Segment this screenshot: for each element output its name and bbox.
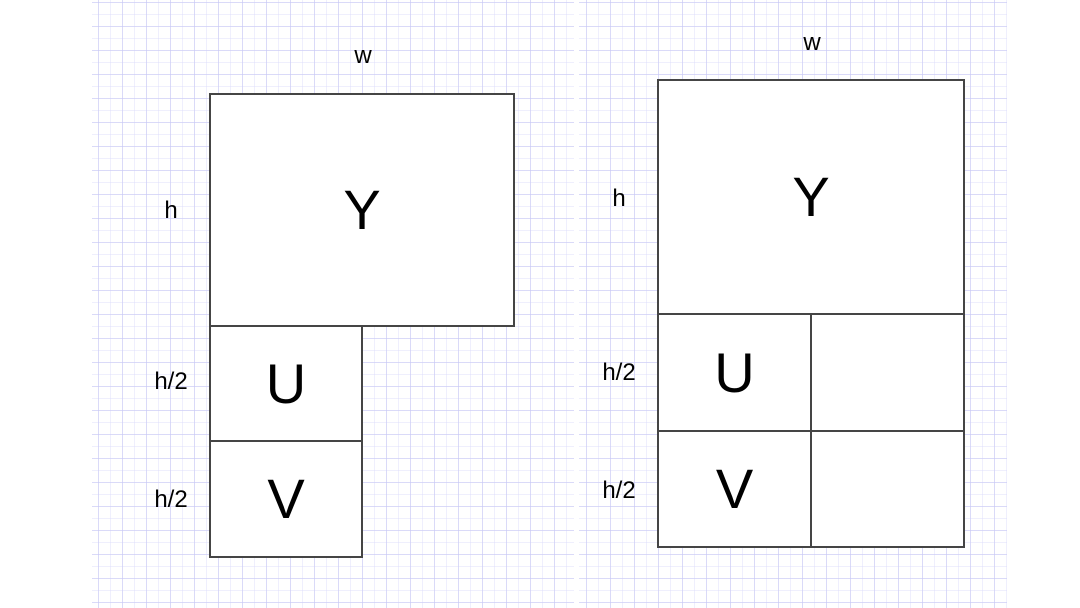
right-v-plane-box: V (657, 430, 812, 548)
left-u-height-label: h/2 (154, 368, 188, 395)
left-width-label: w (354, 42, 372, 69)
right-empty-cell-bottom (810, 430, 965, 548)
right-u-plane-label: U (714, 340, 755, 404)
right-u-height-label: h/2 (602, 359, 636, 386)
right-width-label: w (803, 29, 821, 56)
right-v-height-label: h/2 (602, 477, 636, 504)
left-v-height-label: h/2 (154, 486, 188, 513)
left-v-plane-label: V (267, 467, 305, 530)
right-v-plane-label: V (715, 457, 754, 520)
right-y-plane-box: Y (657, 79, 965, 315)
right-y-plane-label: Y (792, 165, 830, 228)
left-y-plane-box: Y (209, 93, 515, 327)
left-u-plane-label: U (265, 351, 307, 415)
right-u-plane-box: U (657, 313, 812, 432)
left-y-plane-label: Y (343, 178, 381, 241)
right-empty-cell-top (810, 313, 965, 432)
left-v-plane-box: V (209, 440, 363, 558)
left-height-label: h (164, 197, 178, 224)
left-u-plane-box: U (209, 325, 363, 442)
right-height-label: h (612, 185, 626, 212)
